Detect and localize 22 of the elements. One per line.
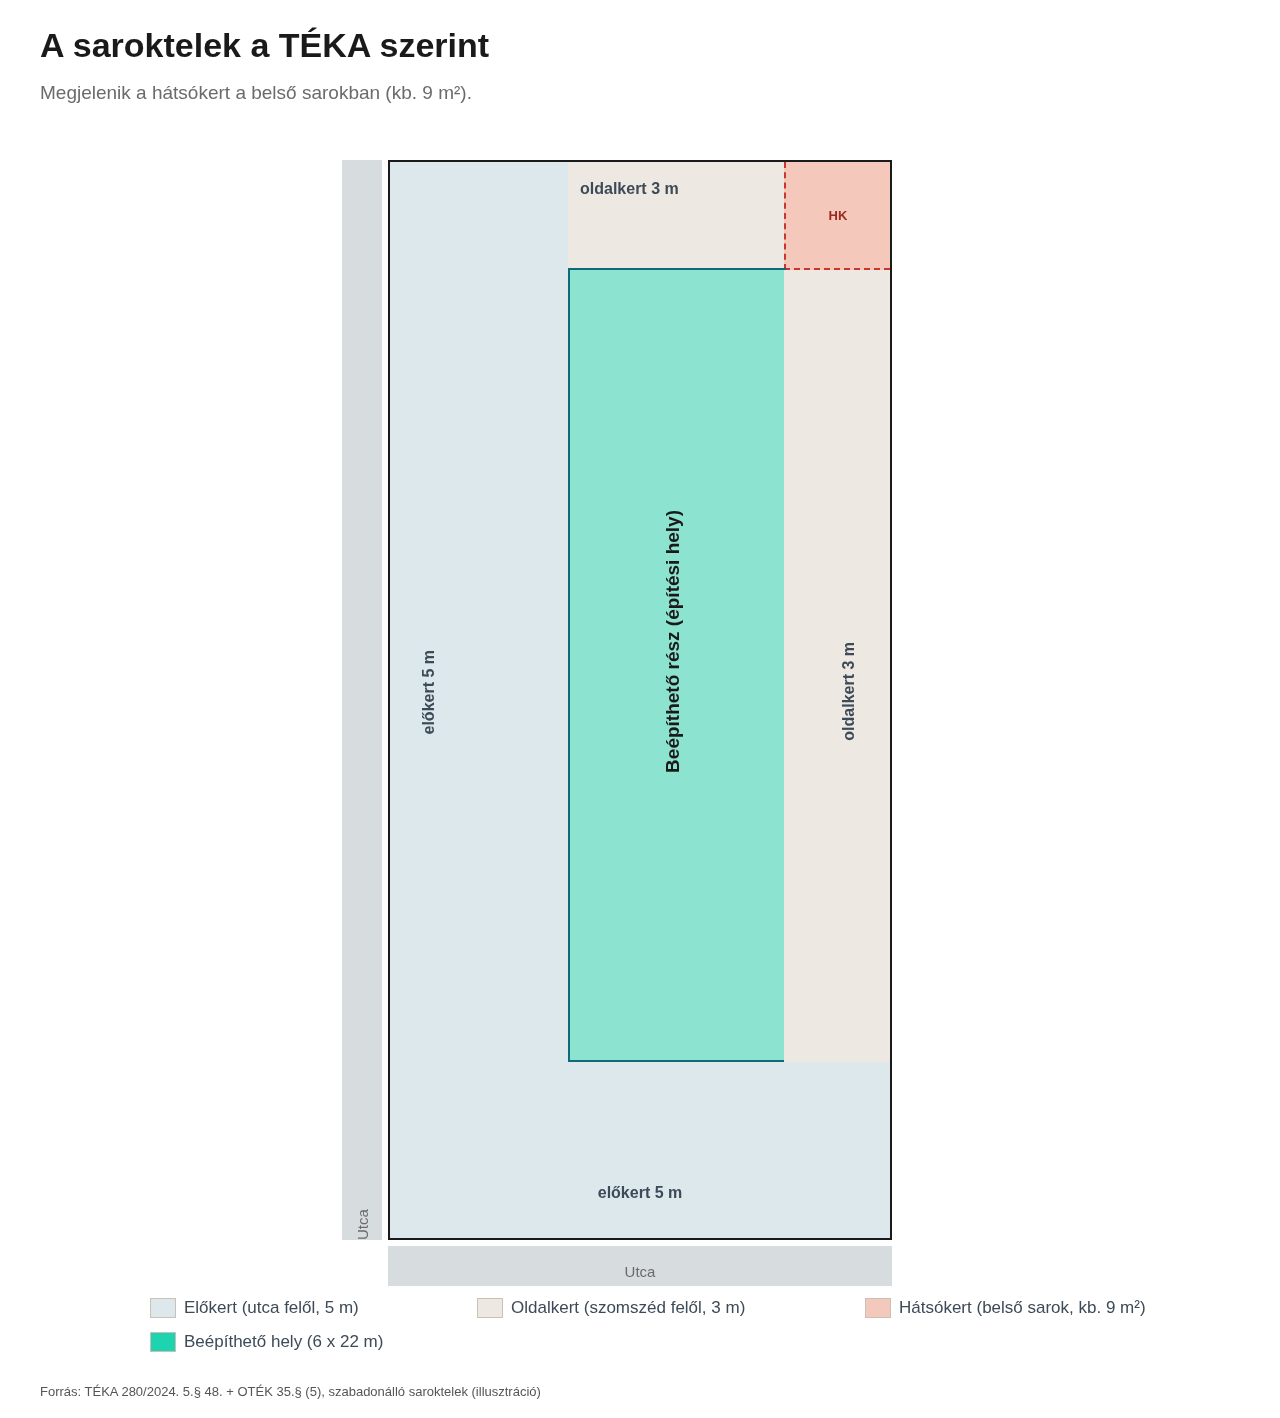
legend-label: Oldalkert (szomszéd felől, 3 m) [511,1298,746,1318]
legend-label: Hátsókert (belső sarok, kb. 9 m²) [899,1298,1146,1318]
subtitle: Megjelenik a hátsókert a belső sarokban (kb. 9 m²). [40,82,472,104]
rear-yard-zone [784,162,890,270]
building-area [568,268,786,1062]
caption: Forrás: TÉKA 280/2024. 5.§ 48. + OTÉK 35.§ (5), szabadonálló saroktelek (illusztráció) [40,1384,541,1399]
legend-label: Beépíthető hely (6 x 22 m) [184,1332,384,1352]
side-yard-zone [784,270,890,1062]
zone-label: HK [827,208,849,223]
street-strip [342,160,382,1240]
zone-label: előkert 5 m [420,650,438,735]
plot-outline [388,160,892,1240]
side-yard-zone [568,162,784,270]
zone-label: oldalkert 3 m [580,180,679,198]
title: A saroktelek a TÉKA szerint [40,26,490,65]
street-label: Utca [623,1263,657,1280]
zone-label: előkert 5 m [596,1184,684,1202]
legend-label: Előkert (utca felől, 5 m) [184,1298,359,1318]
zone-label: Beépíthető rész (építési hely) [662,510,684,773]
zone-label: oldalkert 3 m [840,642,858,741]
street-strip [388,1246,892,1286]
street-label: Utca [354,1208,371,1240]
